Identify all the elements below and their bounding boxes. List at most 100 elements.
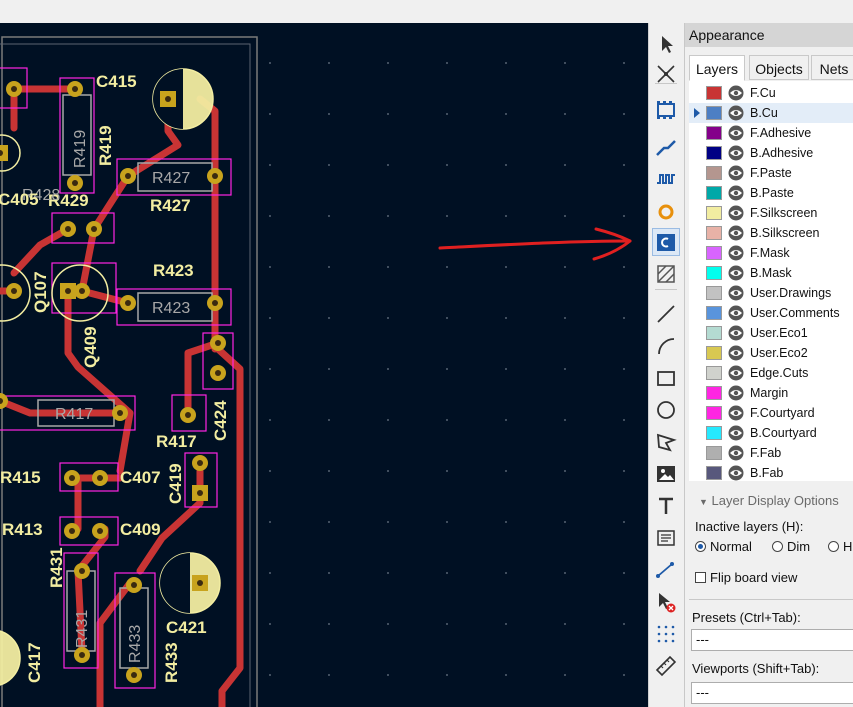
eye-icon[interactable] [727,365,745,381]
add-via-tool-button[interactable] [653,199,679,225]
pcb-drawing[interactable]: C415 R419 R419 R427 R427 R429 R428 C405 … [0,23,648,707]
layer-row-f-paste[interactable]: F.Paste [689,163,853,183]
route-track-tool-button[interactable] [653,135,679,161]
layer-row-f-fab[interactable]: F.Fab [689,443,853,463]
tab-nets[interactable]: Nets [811,55,853,80]
set-origin-tool-button[interactable] [653,621,679,647]
measure-tool-button[interactable] [653,653,679,679]
layer-row-f-cu[interactable]: F.Cu [689,83,853,103]
add-dimension-tool-button[interactable] [653,557,679,583]
eye-icon[interactable] [727,325,745,341]
flip-board-checkbox[interactable] [695,572,706,583]
layer-color-swatch[interactable] [706,406,722,420]
layer-color-swatch[interactable] [706,306,722,320]
layer-color-swatch[interactable] [706,126,722,140]
layer-color-swatch[interactable] [706,246,722,260]
layer-color-swatch[interactable] [706,186,722,200]
layer-color-swatch[interactable] [706,86,722,100]
eye-icon[interactable] [727,165,745,181]
draw-circle-tool-button[interactable] [653,397,679,423]
layer-color-swatch[interactable] [706,366,722,380]
tab-layers[interactable]: Layers [689,55,745,81]
eye-icon[interactable] [727,385,745,401]
layer-color-swatch[interactable] [706,106,722,120]
layer-color-swatch[interactable] [706,226,722,240]
layer-row-user-comments[interactable]: User.Comments [689,303,853,323]
add-image-tool-button[interactable] [653,461,679,487]
layer-row-b-mask[interactable]: B.Mask [689,263,853,283]
inactive-normal-radio[interactable] [695,541,706,552]
eye-icon[interactable] [727,285,745,301]
add-textbox-tool-button[interactable] [653,525,679,551]
eye-icon[interactable] [727,145,745,161]
add-text-icon [659,497,673,514]
layer-row-b-adhesive[interactable]: B.Adhesive [689,143,853,163]
layer-row-user-eco1[interactable]: User.Eco1 [689,323,853,343]
eye-icon[interactable] [727,125,745,141]
layer-color-swatch[interactable] [706,346,722,360]
pcb-canvas[interactable]: C415 R419 R419 R427 R427 R429 R428 C405 … [0,23,648,707]
draw-arc-tool-button[interactable] [653,333,679,359]
eye-icon[interactable] [727,85,745,101]
layer-row-margin[interactable]: Margin [689,383,853,403]
eye-icon[interactable] [727,445,745,461]
select-tool-button[interactable] [653,31,679,57]
layer-row-f-courtyard[interactable]: F.Courtyard [689,403,853,423]
eye-icon[interactable] [727,345,745,361]
delete-tool-tool-button[interactable] [653,589,679,615]
layer-row-b-courtyard[interactable]: B.Courtyard [689,423,853,443]
tune-length-tool-button[interactable] [653,167,679,193]
inactive-dim-radio[interactable] [772,541,783,552]
layer-color-swatch[interactable] [706,326,722,340]
layer-color-swatch[interactable] [706,446,722,460]
draw-line-tool-button[interactable] [653,301,679,327]
eye-icon[interactable] [727,305,745,321]
add-rule-area-tool-button[interactable] [653,261,679,287]
layer-color-swatch[interactable] [706,166,722,180]
add-footprint-tool-button[interactable] [653,97,679,123]
eye-icon[interactable] [727,245,745,261]
layer-row-b-paste[interactable]: B.Paste [689,183,853,203]
layer-row-user-drawings[interactable]: User.Drawings [689,283,853,303]
eye-icon[interactable] [727,205,745,221]
eye-icon[interactable] [727,465,745,481]
layer-row-b-silkscreen[interactable]: B.Silkscreen [689,223,853,243]
layer-color-swatch[interactable] [706,146,722,160]
viewports-dropdown[interactable]: --- [691,682,853,704]
layer-color-swatch[interactable] [706,386,722,400]
label-r419-fab: R419 [72,130,89,168]
draw-polygon-tool-button[interactable] [653,429,679,455]
layer-color-swatch[interactable] [706,266,722,280]
layer-row-edge-cuts[interactable]: Edge.Cuts [689,363,853,383]
layer-row-f-silkscreen[interactable]: F.Silkscreen [689,203,853,223]
layer-row-f-adhesive[interactable]: F.Adhesive [689,123,853,143]
eye-icon[interactable] [727,425,745,441]
tab-objects[interactable]: Objects [749,55,809,80]
layer-color-swatch[interactable] [706,206,722,220]
draw-rectangle-tool-button[interactable] [653,365,679,391]
eye-icon[interactable] [727,225,745,241]
layer-color-swatch[interactable] [706,466,722,480]
eye-icon[interactable] [727,265,745,281]
eye-icon[interactable] [727,185,745,201]
presets-dropdown[interactable]: --- [691,629,853,651]
layer-color-swatch[interactable] [706,426,722,440]
local-ratsnest-tool-button[interactable] [653,61,679,87]
label-r428: R428 [22,187,60,204]
layer-row-b-cu[interactable]: B.Cu [689,103,853,123]
pad-hole [212,300,218,306]
layer-row-user-eco2[interactable]: User.Eco2 [689,343,853,363]
pad-hole [0,398,3,404]
layer-name: User.Eco2 [750,346,808,360]
grid-dot [269,470,271,472]
eye-icon[interactable] [727,405,745,421]
add-zone-tool-button[interactable] [652,228,680,256]
layer-row-f-mask[interactable]: F.Mask [689,243,853,263]
add-text-tool-button[interactable] [653,493,679,519]
layer-color-swatch[interactable] [706,286,722,300]
inactive-hide-radio[interactable] [828,541,839,552]
layer-display-options-header[interactable]: ▼ Layer Display Options [699,493,839,508]
layer-row-b-fab[interactable]: B.Fab [689,463,853,483]
eye-icon[interactable] [727,105,745,121]
